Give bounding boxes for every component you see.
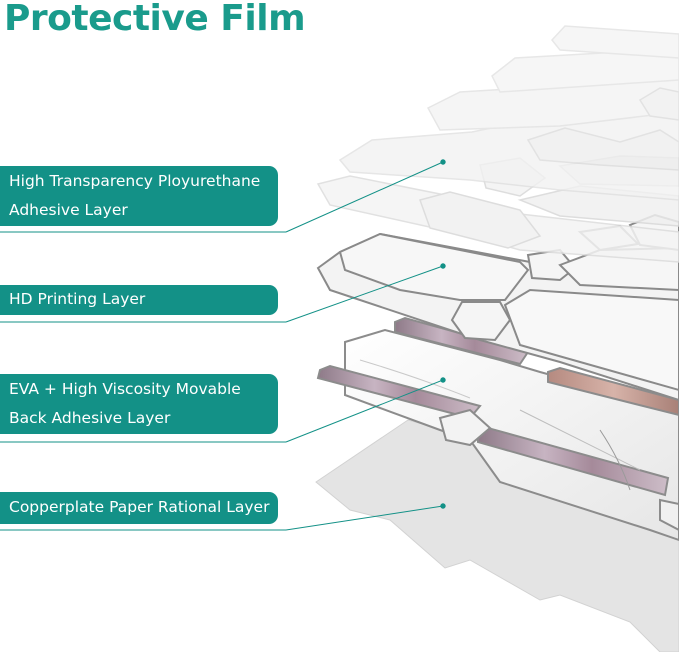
- label-printing-line-1: HD Printing Layer: [9, 290, 146, 308]
- label-eva-layer: EVA + High Viscosity Movable Back Adhesi…: [0, 374, 278, 434]
- label-printing-layer: HD Printing Layer: [0, 285, 278, 315]
- label-eva-line-2: Back Adhesive Layer: [9, 409, 171, 427]
- label-eva-line-1: EVA + High Viscosity Movable: [9, 380, 241, 398]
- label-adhesive-line-2: Adhesive Layer: [9, 201, 128, 219]
- label-adhesive-layer: High Transparency Ployurethane Adhesive …: [0, 166, 278, 226]
- tile-layer: [316, 316, 679, 542]
- leader-lines: [0, 159, 446, 531]
- label-paper-layer: Copperplate Paper Rational Layer: [0, 492, 278, 524]
- label-paper-line-1: Copperplate Paper Rational Layer: [9, 498, 270, 516]
- page-title: Protective Film: [4, 0, 306, 39]
- protective-film-layer: [338, 25, 679, 201]
- label-adhesive-line-1: High Transparency Ployurethane: [9, 172, 261, 190]
